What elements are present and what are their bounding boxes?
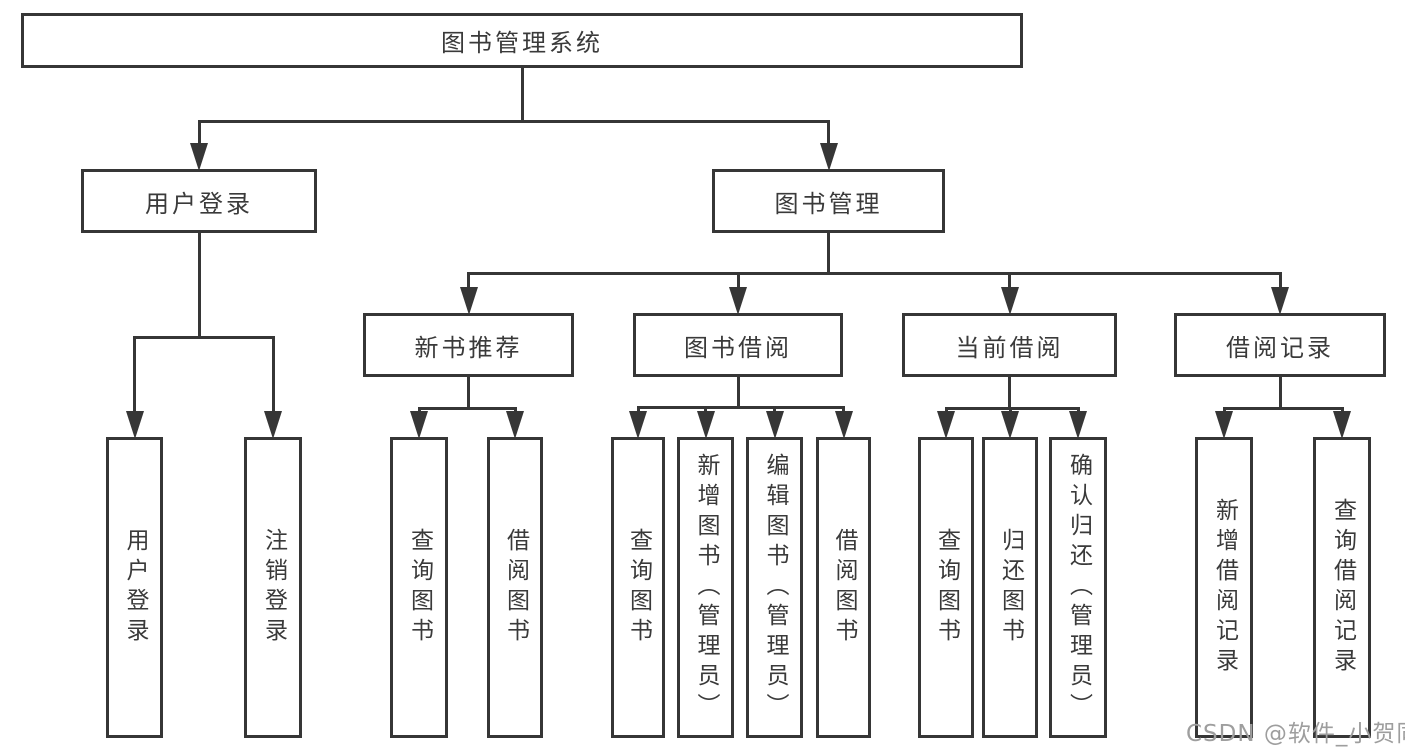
connector-line: [513, 407, 517, 413]
node-leaf-borrow-books-2: 借阅图书: [816, 437, 871, 738]
connector-line: [417, 407, 421, 413]
node-leaf-query-books-3: 查询图书: [918, 437, 974, 738]
arrowhead-icon: [1000, 287, 1019, 315]
connector-line: [1278, 377, 1282, 410]
connector-line: [1008, 407, 1012, 413]
arrowhead-icon: [459, 287, 478, 315]
connector-line: [736, 377, 740, 409]
connector-line: [467, 272, 1282, 275]
connector-line: [1340, 407, 1344, 413]
node-leaf-query-books-2: 查询图书: [611, 437, 665, 738]
connector-line: [467, 272, 470, 289]
node-current-borrow: 当前借阅: [902, 313, 1117, 377]
arrowhead-icon: [819, 143, 838, 171]
node-leaf-edit-books: 编辑图书（管理员）: [746, 437, 803, 738]
node-leaf-add-books: 新增图书（管理员）: [677, 437, 734, 738]
arrowhead-icon: [264, 411, 282, 439]
csdn-watermark: CSDN @软件_小贺同学: [1186, 721, 1405, 747]
connector-line: [133, 336, 136, 413]
arrowhead-icon: [1271, 287, 1289, 315]
connector-line: [197, 120, 201, 145]
node-leaf-user-login: 用户登录: [106, 437, 163, 738]
connector-line: [197, 120, 830, 123]
arrowhead-icon: [1333, 411, 1351, 439]
connector-line: [736, 272, 740, 289]
connector-line: [1008, 377, 1011, 410]
connector-line: [467, 377, 470, 410]
connector-line: [1008, 272, 1011, 289]
arrowhead-icon: [729, 287, 747, 315]
connector-line: [1278, 272, 1282, 289]
arrowhead-icon: [410, 411, 428, 439]
connector-line: [704, 406, 707, 413]
arrowhead-icon: [937, 411, 955, 439]
connector-line: [773, 406, 776, 413]
arrowhead-icon: [629, 411, 647, 439]
connector-line: [944, 407, 1080, 410]
arrowhead-icon: [506, 411, 524, 439]
connector-line: [944, 407, 948, 413]
arrowhead-icon: [1215, 411, 1233, 439]
connector-line: [842, 406, 845, 413]
arrowhead-icon: [1001, 411, 1019, 439]
arrowhead-icon: [1069, 411, 1087, 439]
connector-line: [197, 233, 201, 339]
connector-line: [520, 68, 524, 123]
connector-line: [827, 233, 830, 275]
arrowhead-icon: [765, 411, 784, 439]
node-borrow-records: 借阅记录: [1174, 313, 1386, 377]
node-leaf-logout: 注销登录: [244, 437, 302, 738]
node-book-borrow: 图书借阅: [633, 313, 843, 377]
connector-line: [271, 336, 275, 413]
node-new-book-recommend: 新书推荐: [363, 313, 574, 377]
connector-line: [133, 336, 275, 339]
arrowhead-icon: [834, 411, 853, 439]
node-leaf-confirm-return: 确认归还（管理员）: [1049, 437, 1107, 738]
connector-line: [1222, 407, 1344, 410]
arrowhead-icon: [190, 143, 208, 171]
node-user-login: 用户登录: [81, 169, 317, 233]
node-root: 图书管理系统: [21, 13, 1023, 68]
connector-line: [417, 407, 517, 410]
node-leaf-borrow-books-1: 借阅图书: [487, 437, 543, 738]
connector-line: [827, 120, 830, 145]
node-leaf-query-borrow-record: 查询借阅记录: [1313, 437, 1371, 738]
connector-line: [636, 406, 640, 413]
connector-line: [1076, 407, 1080, 413]
node-book-management: 图书管理: [712, 169, 945, 233]
node-leaf-add-borrow-record: 新增借阅记录: [1195, 437, 1253, 738]
node-leaf-return-books: 归还图书: [982, 437, 1038, 738]
arrowhead-icon: [125, 411, 144, 439]
connector-line: [1222, 407, 1226, 413]
arrowhead-icon: [696, 411, 715, 439]
connector-line: [636, 406, 845, 409]
node-leaf-query-books-1: 查询图书: [390, 437, 448, 738]
